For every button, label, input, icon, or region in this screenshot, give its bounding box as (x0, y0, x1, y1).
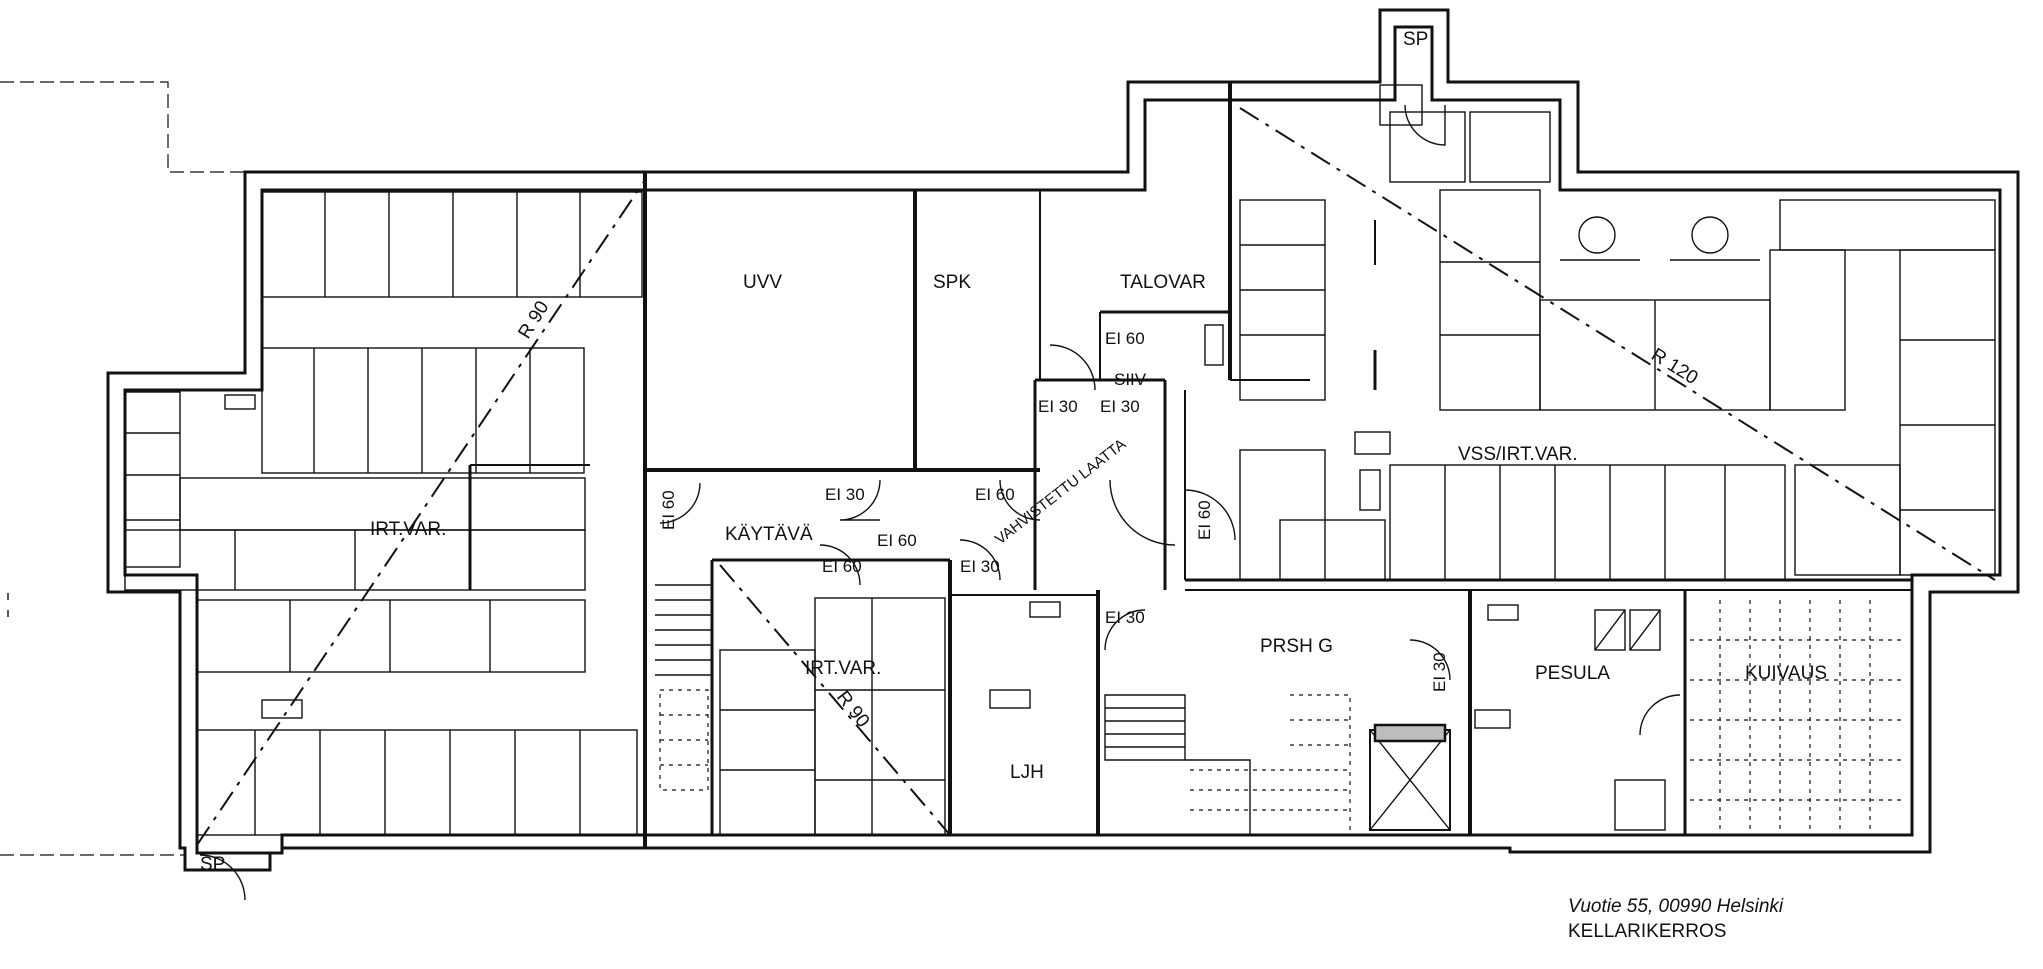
fire-rating-b: EI 30 (1100, 397, 1140, 416)
room-kaytava: KÄYTÄVÄ (725, 524, 813, 545)
fire-rating-a: EI 30 (1038, 397, 1078, 416)
fire-rating-corridor-30: EI 30 (825, 485, 865, 504)
fire-rating-siiv: EI 60 (1105, 329, 1145, 348)
room-siiv: SIIV (1114, 370, 1147, 389)
interior-walls (468, 82, 1912, 848)
fire-rating-labels: EI 60 EI 30 EI 30 EI 60 EI 30 EI 60 EI 6… (659, 329, 1449, 692)
address-text: Vuotie 55, 00990 Helsinki (1568, 896, 1784, 917)
fixtures (224, 84, 1760, 831)
fire-rating-stair: EI 60 (659, 490, 678, 530)
room-uvv: UVV (743, 272, 782, 293)
exterior-walls (106, 8, 2020, 872)
room-prsh-g: PRSH G (1260, 636, 1333, 657)
room-irt-var-mid: IRT.VAR. (805, 658, 881, 679)
room-irt-var-left: IRT.VAR. (370, 519, 446, 540)
room-ljh: LJH (1010, 762, 1044, 783)
fire-rating-corridor-60: EI 60 (975, 485, 1015, 504)
room-sp-bottom: SP (200, 854, 225, 875)
door-swings (199, 104, 1681, 901)
room-sp-top: SP (1403, 29, 1428, 50)
room-vss-irt-var: VSS/IRT.VAR. (1458, 444, 1578, 465)
adjacent-building-outline (0, 81, 245, 856)
radius-lines (196, 107, 1996, 846)
room-pesula: PESULA (1535, 663, 1610, 684)
fire-rating-center-30: EI 30 (960, 557, 1000, 576)
fire-rating-ljh: EI 30 (1105, 608, 1145, 627)
room-kuivaus: KUIVAUS (1745, 663, 1827, 684)
fire-rating-irt: EI 60 (822, 557, 862, 576)
room-spk: SPK (933, 272, 971, 293)
fire-rating-center-60: EI 60 (877, 531, 917, 550)
floor-name: KELLARIKERROS (1568, 921, 1727, 942)
storage-cages (124, 111, 1996, 836)
stairs (655, 584, 1451, 835)
fire-rating-prsh: EI 30 (1430, 652, 1449, 692)
fire-rating-vertical: EI 60 (1195, 500, 1214, 540)
title-block: Vuotie 55, 00990 Helsinki KELLARIKERROS (1568, 894, 1783, 944)
room-talovar: TALOVAR (1120, 272, 1206, 293)
room-labels: UVV SPK TALOVAR SIIV IRT.VAR. IRT.VAR. K… (200, 29, 1827, 875)
